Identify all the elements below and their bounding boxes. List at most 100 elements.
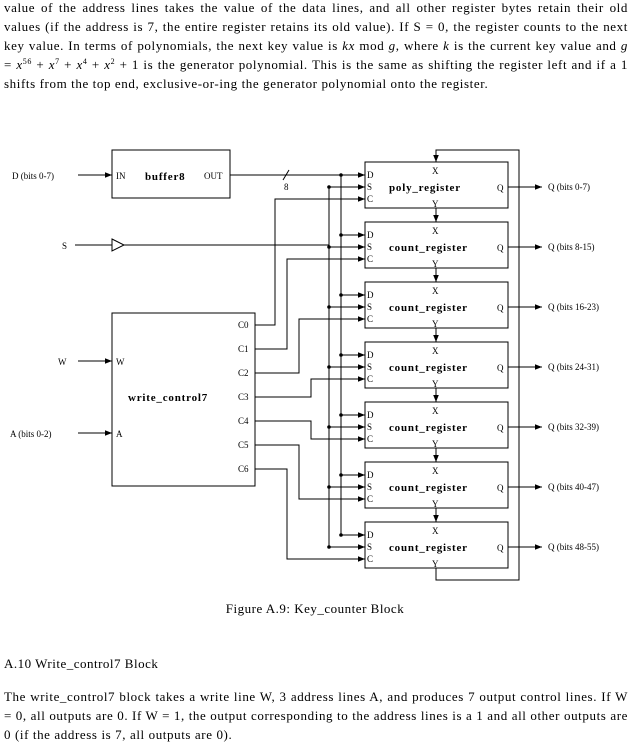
register-y-pin: Y [432, 499, 439, 509]
register-output-label: Q (bits 0-7) [548, 182, 590, 192]
buffer8-title: buffer8 [145, 171, 185, 183]
register-box [364, 461, 509, 509]
buffer8-in-pin: IN [116, 171, 126, 181]
register-output-label: Q (bits 24-31) [548, 362, 599, 372]
register-y-pin: Y [432, 259, 439, 269]
write-control7-w-pin: W [116, 357, 125, 367]
control-line-wire [255, 316, 365, 374]
control-line-wire [255, 256, 365, 350]
register-title: count_register [389, 542, 468, 554]
register-title: count_register [389, 422, 468, 434]
control-line-wire [255, 468, 365, 562]
register-x-pin: X [432, 226, 439, 236]
register-c-pin: C [367, 314, 373, 324]
register-output-label: Q (bits 8-15) [548, 242, 595, 252]
register-s-pin: S [367, 302, 372, 312]
register-q-pin: Q [497, 183, 504, 193]
register-y-pin: Y [432, 439, 439, 449]
register-d-pin: D [367, 350, 374, 360]
section-heading: A.10 Write_control7 Block [4, 656, 159, 671]
register-c-pin: C [367, 434, 373, 444]
register-x-pin: X [432, 166, 439, 176]
register-y-pin: Y [432, 199, 439, 209]
input-a-label: A (bits 0-2) [10, 429, 52, 439]
register-s-pin: S [367, 242, 372, 252]
register-title: count_register [389, 362, 468, 374]
register-s-pin: S [367, 422, 372, 432]
register-d-pin: D [367, 530, 374, 540]
register-output-label: Q (bits 40-47) [548, 482, 599, 492]
control-output-pin: C0 [238, 320, 249, 330]
buffer8-block [111, 149, 231, 199]
register-s-pin: S [367, 182, 372, 192]
write-control7-title: write_control7 [128, 392, 208, 404]
register-x-pin: X [432, 406, 439, 416]
register-output-label: Q (bits 16-23) [548, 302, 599, 312]
write-control7-block [111, 312, 256, 487]
register-title: count_register [389, 302, 468, 314]
input-w-label: W [58, 357, 67, 367]
register-s-pin: S [367, 542, 372, 552]
register-c-pin: C [367, 194, 373, 204]
register-x-pin: X [432, 526, 439, 536]
register-title: count_register [389, 482, 468, 494]
register-c-pin: C [367, 254, 373, 264]
register-d-pin: D [367, 170, 374, 180]
write-control7-a-pin: A [116, 429, 123, 439]
register-s-pin: S [367, 362, 372, 372]
register-output-label: Q (bits 48-55) [548, 542, 599, 552]
control-output-pin: C4 [238, 416, 249, 426]
register-d-pin: D [367, 410, 374, 420]
register-box [364, 281, 509, 329]
feedback-loop-wire [433, 149, 520, 581]
register-q-pin: Q [497, 483, 504, 493]
register-title: count_register [389, 242, 468, 254]
register-q-pin: Q [497, 243, 504, 253]
wire-junction [339, 173, 343, 177]
register-c-pin: C [367, 374, 373, 384]
register-box [364, 341, 509, 389]
control-line-wire [255, 196, 365, 326]
register-q-pin: Q [497, 303, 504, 313]
key-counter-diagram: D (bits 0-7) S W A (bits 0-2) IN buffer8… [10, 149, 599, 581]
register-d-pin: D [367, 290, 374, 300]
register-x-pin: X [432, 346, 439, 356]
control-output-pin: C6 [238, 464, 249, 474]
input-d-label: D (bits 0-7) [12, 171, 54, 181]
register-x-pin: X [432, 286, 439, 296]
bus-width-label: 8 [284, 182, 289, 192]
register-y-pin: Y [432, 559, 439, 569]
description-paragraph: The write_control7 block takes a write l… [4, 689, 628, 742]
register-d-pin: D [367, 230, 374, 240]
control-output-pin: C5 [238, 440, 249, 450]
control-line-wire [255, 376, 365, 398]
register-y-pin: Y [432, 319, 439, 329]
control-line-wire [255, 444, 365, 502]
control-output-pin: C2 [238, 368, 249, 378]
s-buffer-triangle [111, 238, 126, 252]
register-box [364, 521, 509, 569]
register-box [364, 161, 509, 209]
control-output-pin: C3 [238, 392, 249, 402]
register-c-pin: C [367, 554, 373, 564]
control-output-pin: C1 [238, 344, 249, 354]
register-q-pin: Q [497, 543, 504, 553]
register-y-pin: Y [432, 379, 439, 389]
register-q-pin: Q [497, 423, 504, 433]
bus-width-slash [282, 169, 290, 181]
figure-caption: Figure A.9: Key_counter Block [225, 601, 405, 616]
register-s-pin: S [367, 482, 372, 492]
register-c-pin: C [367, 494, 373, 504]
register-box [364, 221, 509, 269]
register-output-label: Q (bits 32-39) [548, 422, 599, 432]
register-box [364, 401, 509, 449]
register-d-pin: D [367, 470, 374, 480]
register-title: poly_register [389, 182, 461, 194]
